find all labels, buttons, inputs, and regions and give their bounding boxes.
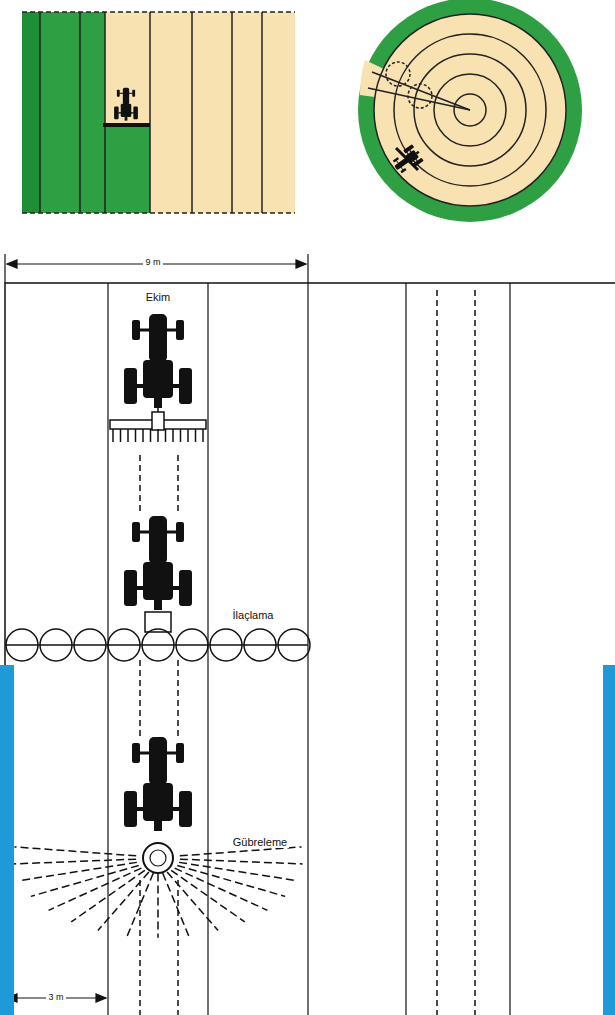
boom-stroke [278,629,310,661]
seedTines-stroke [157,429,159,442]
label-text: 9 m [143,258,162,268]
seedTines-stroke [142,429,144,442]
fan-stroke [180,859,303,864]
seedTines-stroke [172,429,174,442]
label-text: Gübreleme [231,836,289,848]
seedTines-stroke [165,429,167,442]
fan-stroke [180,847,302,856]
seedTines-stroke [127,429,129,442]
seedTines-stroke [112,429,114,442]
fan-stroke [157,873,159,937]
boom-stroke [40,629,72,661]
fan-stroke [163,873,189,936]
fan-stroke [19,862,137,880]
label-text: İlaçlama [231,609,276,621]
seedTines-stroke [120,429,122,442]
fan-stroke [171,870,245,922]
seedTines-stroke [150,429,152,442]
seedTines-stroke [180,429,182,442]
fan-stroke [14,847,136,856]
boom-stroke [108,629,140,661]
seedTines-stroke [195,429,197,442]
seedTines-stroke [202,429,204,442]
boom-stroke [6,629,38,661]
fan-stroke [13,859,136,864]
label-text: 3 m [46,993,65,1003]
fan-stroke [177,865,285,896]
boom-stroke [210,629,242,661]
boom-stroke [176,629,208,661]
boom-stroke [244,629,276,661]
seedTines-stroke [187,429,189,442]
fan-stroke [71,870,145,922]
boom-stroke [74,629,106,661]
label-text: Ekim [144,291,172,303]
seedTines-stroke [135,429,137,442]
boom-stroke [142,629,174,661]
fan-stroke [175,868,268,910]
fan-stroke [98,872,149,931]
